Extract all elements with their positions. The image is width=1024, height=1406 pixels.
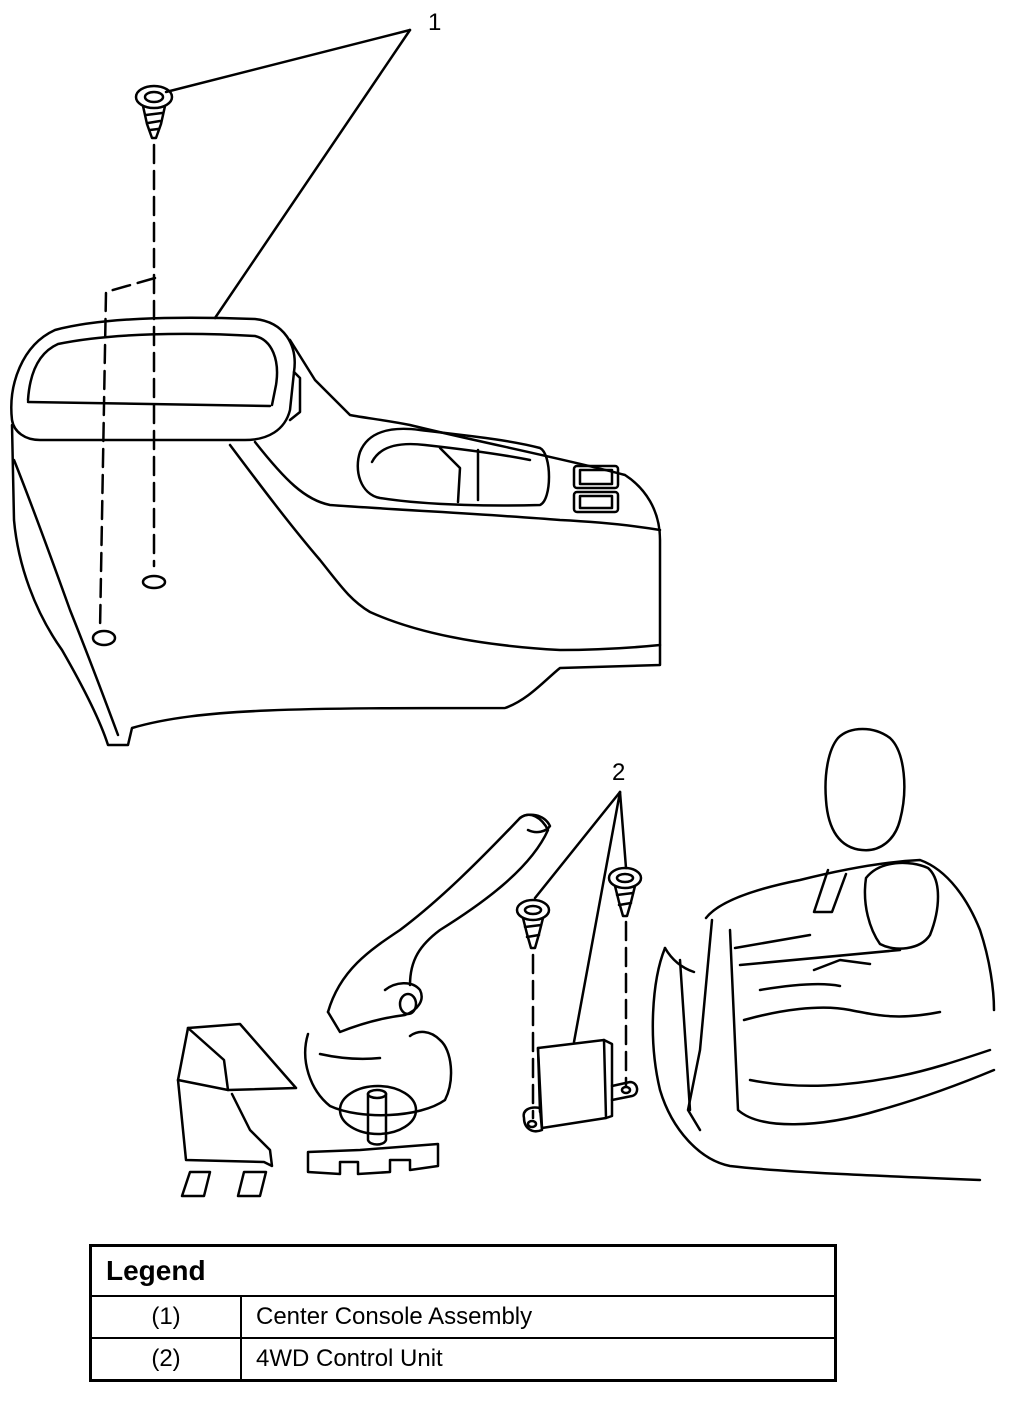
legend-table: Legend (1) Center Console Assembly (2) 4… — [89, 1244, 837, 1382]
legend-row: (1) Center Console Assembly — [89, 1295, 837, 1339]
callout-2-leaders — [533, 790, 628, 1044]
rear-guide-line — [98, 276, 157, 632]
legend-row: (2) 4WD Control Unit — [89, 1337, 837, 1382]
bracket — [176, 1022, 298, 1198]
parking-brake-lever — [304, 813, 552, 1176]
callout-1-label: 1 — [428, 9, 441, 36]
screw-2-right — [607, 866, 643, 918]
center-console-assembly — [10, 316, 662, 747]
callout-1-leaders — [164, 28, 412, 320]
legend-row-2-number: (2) — [89, 1337, 242, 1382]
exploded-diagram: 1 2 — [10, 9, 996, 1198]
screw-2-left — [515, 898, 551, 950]
legend-row-1-number: (1) — [89, 1295, 242, 1339]
legend-row-2-description: 4WD Control Unit — [240, 1337, 837, 1382]
shift-lever-assembly — [651, 727, 996, 1182]
4wd-control-unit — [522, 1038, 639, 1133]
legend-header-row: Legend — [89, 1244, 837, 1297]
legend-title: Legend — [89, 1244, 837, 1297]
screw-1 — [134, 84, 174, 140]
legend-row-1-description: Center Console Assembly — [240, 1295, 837, 1339]
callout-2-label: 2 — [612, 759, 625, 786]
